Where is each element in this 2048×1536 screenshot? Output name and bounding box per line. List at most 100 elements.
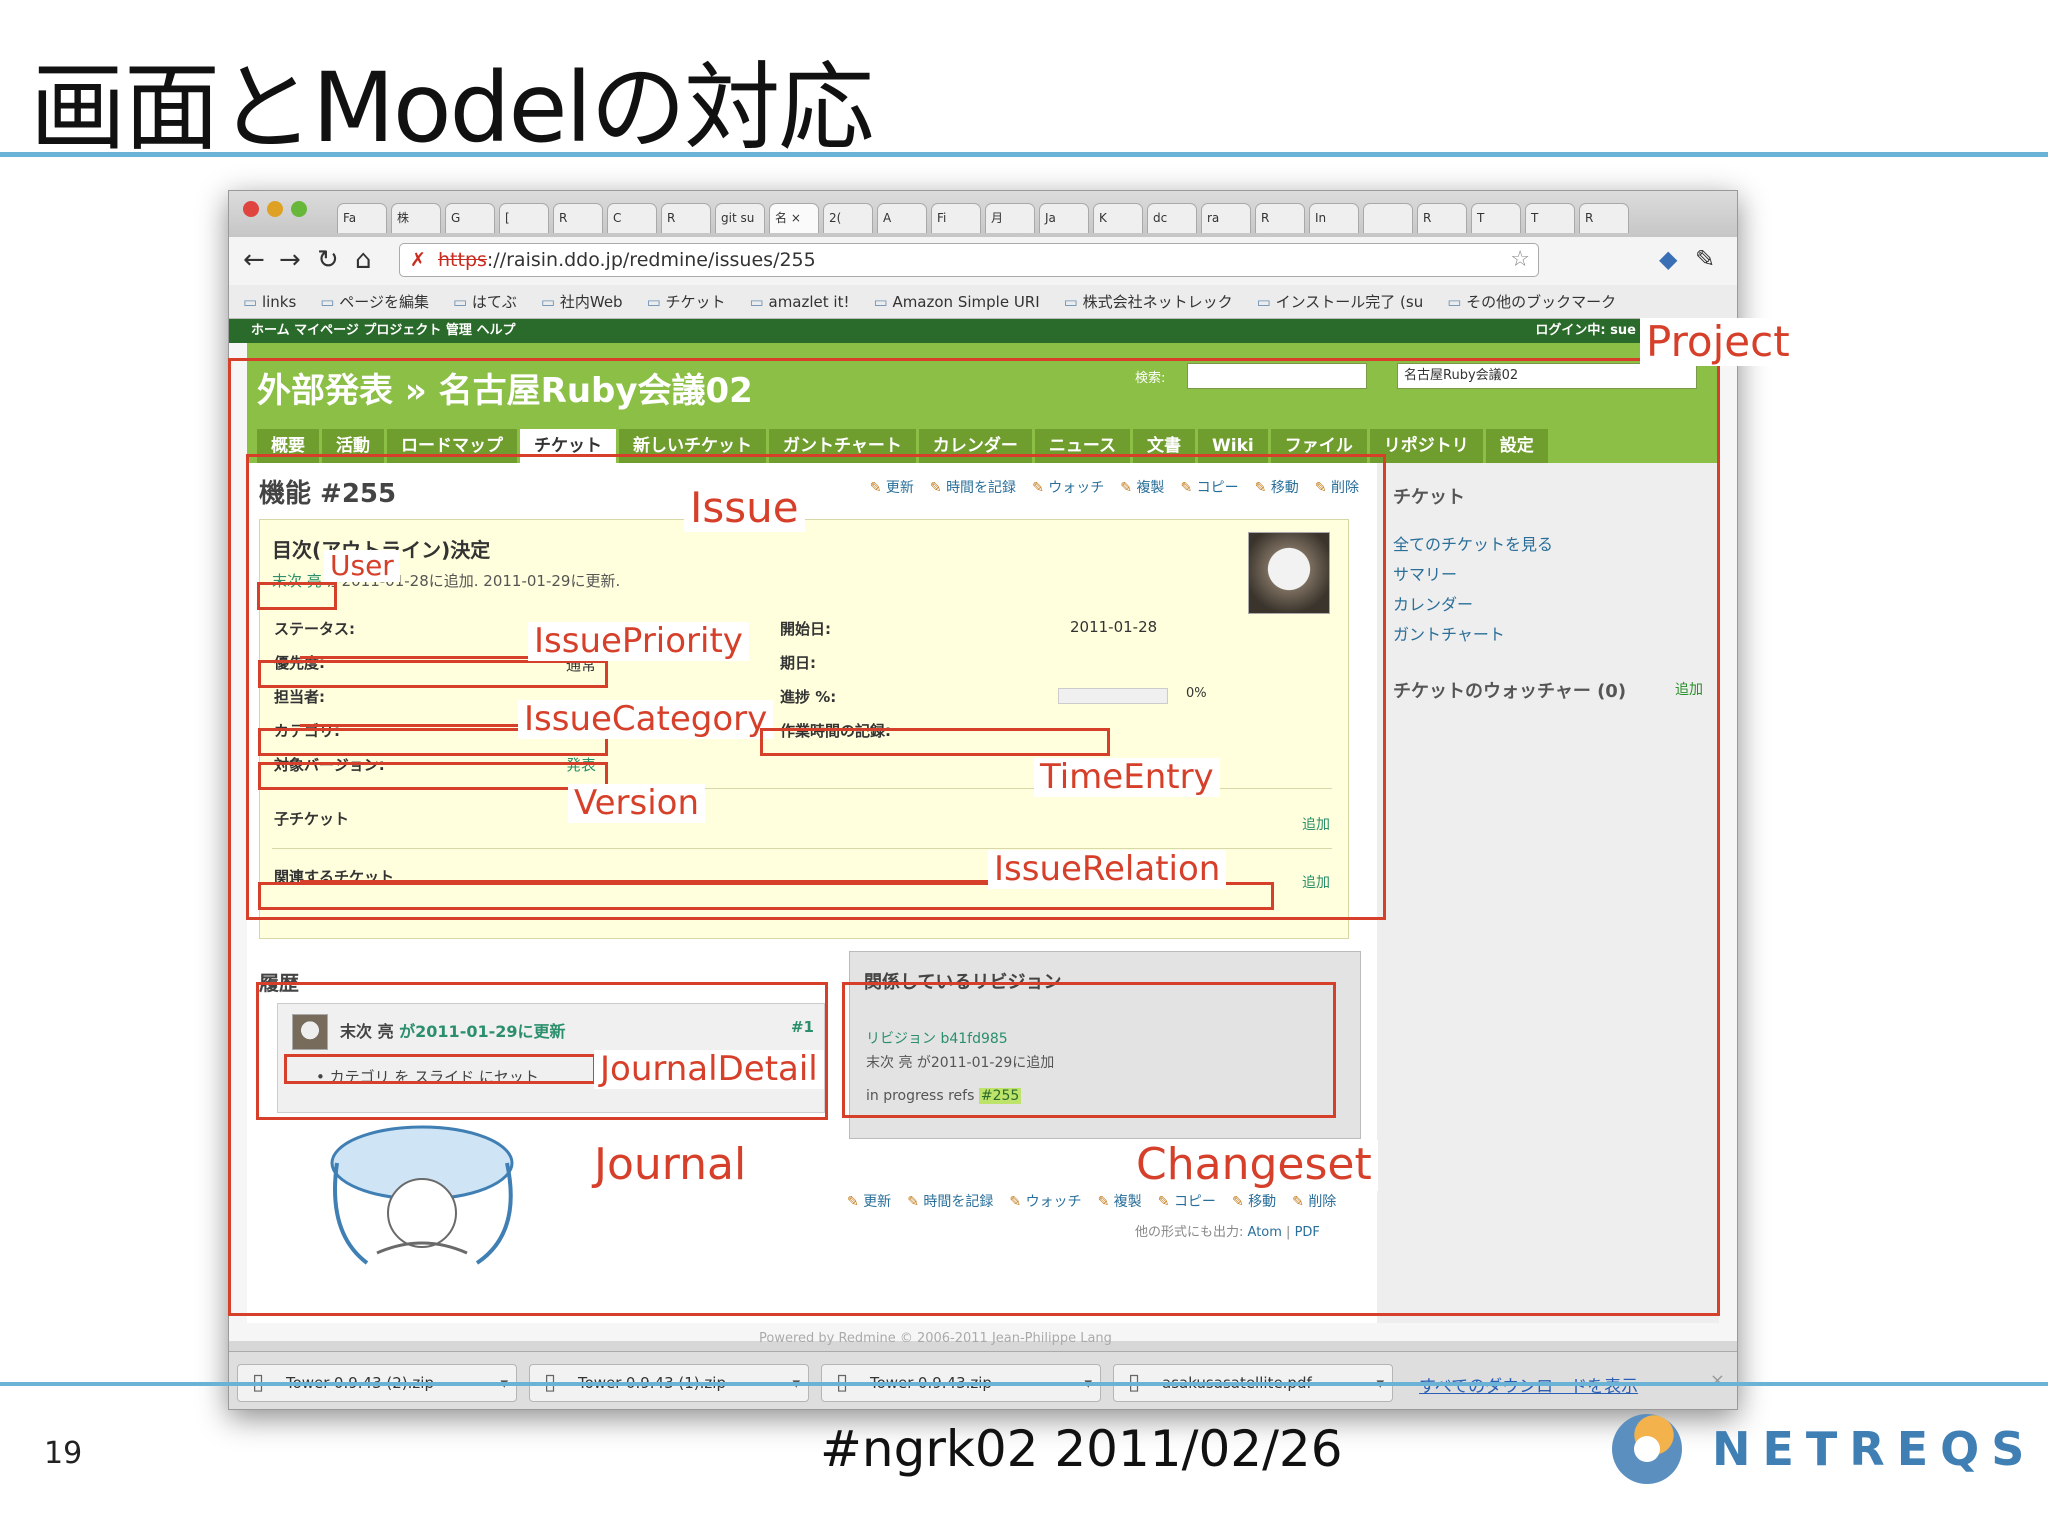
- start-date-value: 2011-01-28: [1070, 618, 1158, 636]
- issue-action-link[interactable]: ウォッチ: [1032, 477, 1104, 497]
- browser-tab[interactable]: git su: [715, 203, 765, 233]
- changeset-box: [842, 982, 1336, 1118]
- browser-tab[interactable]: [: [499, 203, 549, 233]
- bookmark-item[interactable]: チケット: [647, 285, 726, 318]
- browser-tab[interactable]: 株: [391, 203, 441, 233]
- address-bar[interactable]: ✗ https://raisin.ddo.jp/redmine/issues/2…: [399, 243, 1539, 277]
- tab-4[interactable]: 新しいチケット: [619, 429, 766, 463]
- reload-icon[interactable]: ↻: [317, 245, 339, 275]
- forward-icon[interactable]: →: [279, 245, 301, 275]
- browser-tab[interactable]: G: [445, 203, 495, 233]
- browser-tab[interactable]: In: [1309, 203, 1359, 233]
- bookmark-item[interactable]: amazlet it!: [750, 285, 850, 318]
- tab-1[interactable]: 活動: [322, 429, 384, 463]
- wrench-icon[interactable]: ✎: [1695, 245, 1716, 273]
- project-jump-select[interactable]: 名古屋Ruby会議02: [1397, 363, 1697, 389]
- browser-tab[interactable]: A: [877, 203, 927, 233]
- browser-tab[interactable]: R: [553, 203, 603, 233]
- journal-user[interactable]: 末次 亮: [340, 1022, 394, 1041]
- browser-tab[interactable]: R: [1417, 203, 1467, 233]
- issue-created-info: が2011-01-28に追加. 2011-01-29に更新.: [326, 572, 621, 590]
- issue-action-link[interactable]: 時間を記録: [907, 1191, 993, 1211]
- zoom-window-button[interactable]: [291, 201, 307, 217]
- pdf-link[interactable]: PDF: [1294, 1225, 1320, 1240]
- bookmark-item[interactable]: links: [243, 285, 296, 318]
- browser-tab[interactable]: ra: [1201, 203, 1251, 233]
- sidebar-link[interactable]: ガントチャート: [1393, 625, 1505, 644]
- close-icon[interactable]: ×: [1709, 1370, 1725, 1391]
- bookmark-item[interactable]: インストール完了 (su: [1257, 285, 1424, 318]
- add-watcher-link[interactable]: 追加: [1675, 682, 1703, 698]
- bookmark-item[interactable]: 社内Web: [541, 285, 623, 318]
- extension-icon[interactable]: ◆: [1659, 245, 1678, 273]
- issue-action-link[interactable]: 移動: [1232, 1191, 1276, 1211]
- tab-0[interactable]: 概要: [257, 429, 319, 463]
- bookmark-item[interactable]: 株式会社ネットレック: [1064, 285, 1233, 318]
- browser-tab[interactable]: [1363, 203, 1413, 233]
- revision-issue-ref[interactable]: #255: [978, 1088, 1022, 1104]
- issue-action-link[interactable]: 更新: [870, 477, 914, 497]
- browser-tab[interactable]: T: [1471, 203, 1521, 233]
- tab-6[interactable]: カレンダー: [918, 429, 1032, 463]
- sidebar-link[interactable]: カレンダー: [1393, 595, 1474, 614]
- bookmark-star-icon[interactable]: ☆: [1510, 247, 1530, 272]
- top-menu-links[interactable]: ホーム マイページ プロジェクト 管理 ヘルプ: [251, 323, 516, 338]
- tab-8[interactable]: 文書: [1133, 429, 1195, 463]
- browser-toolbar: ← → ↻ ⌂ ✗ https://raisin.ddo.jp/redmine/…: [229, 237, 1737, 285]
- minimize-window-button[interactable]: [267, 201, 283, 217]
- sidebar-link[interactable]: サマリー: [1393, 565, 1458, 584]
- url-scheme: https: [438, 249, 487, 271]
- back-icon[interactable]: ←: [243, 245, 265, 275]
- home-icon[interactable]: ⌂: [355, 245, 372, 275]
- browser-tab[interactable]: Fi: [931, 203, 981, 233]
- journal-date[interactable]: が2011-01-29に更新: [399, 1022, 566, 1041]
- browser-tab[interactable]: R: [1255, 203, 1305, 233]
- project-title[interactable]: 外部発表 » 名古屋Ruby会議02: [257, 371, 753, 411]
- browser-tab[interactable]: Ja: [1039, 203, 1089, 233]
- atom-link[interactable]: Atom: [1247, 1225, 1282, 1240]
- journal-number[interactable]: #1: [790, 1018, 814, 1036]
- add-subtask-link[interactable]: 追加: [1302, 817, 1330, 833]
- issue-action-link[interactable]: 時間を記録: [930, 477, 1016, 497]
- close-window-button[interactable]: [243, 201, 259, 217]
- bookmark-item[interactable]: Amazon Simple URI: [873, 285, 1039, 318]
- browser-tab[interactable]: 月: [985, 203, 1035, 233]
- issue-action-link[interactable]: コピー: [1158, 1191, 1216, 1211]
- browser-tab[interactable]: K: [1093, 203, 1143, 233]
- issue-action-link[interactable]: 削除: [1292, 1191, 1336, 1211]
- browser-tab[interactable]: 名 ×: [769, 203, 819, 233]
- browser-tab[interactable]: dc: [1147, 203, 1197, 233]
- browser-tab[interactable]: C: [607, 203, 657, 233]
- browser-tab[interactable]: T: [1525, 203, 1575, 233]
- tab-11[interactable]: リポジトリ: [1369, 429, 1483, 463]
- browser-tab[interactable]: R: [661, 203, 711, 233]
- issue-action-link[interactable]: 移動: [1255, 477, 1299, 497]
- browser-tab[interactable]: Fa: [337, 203, 387, 233]
- issue-action-link[interactable]: コピー: [1180, 477, 1239, 497]
- tab-3[interactable]: チケット: [520, 429, 616, 463]
- tab-10[interactable]: ファイル: [1270, 429, 1367, 463]
- bookmark-item[interactable]: その他のブックマーク: [1447, 285, 1616, 318]
- author-link[interactable]: 末次 亮: [272, 572, 322, 590]
- add-relation-link[interactable]: 追加: [1302, 875, 1330, 891]
- revision-link[interactable]: リビジョン b41fd985: [866, 1031, 1008, 1047]
- bookmark-item[interactable]: ページを編集: [320, 285, 429, 318]
- journal-title: 末次 亮 が2011-01-29に更新: [340, 1018, 566, 1042]
- sidebar-link[interactable]: 全てのチケットを見る: [1393, 535, 1554, 554]
- changeset-annotation: Changeset: [1130, 1139, 1378, 1191]
- browser-tab[interactable]: R: [1579, 203, 1629, 233]
- browser-tab[interactable]: 2(: [823, 203, 873, 233]
- issue-action-link[interactable]: 削除: [1315, 477, 1359, 497]
- bookmark-item[interactable]: はてぶ: [453, 285, 517, 318]
- issue-action-link[interactable]: 更新: [847, 1191, 891, 1211]
- issue-action-link[interactable]: ウォッチ: [1009, 1191, 1082, 1211]
- version-value[interactable]: 発表: [566, 756, 597, 774]
- search-input[interactable]: [1187, 363, 1367, 389]
- tab-5[interactable]: ガントチャート: [769, 429, 916, 463]
- tab-7[interactable]: ニュース: [1034, 429, 1130, 463]
- tab-9[interactable]: Wiki: [1198, 429, 1268, 463]
- issue-action-link[interactable]: 複製: [1098, 1191, 1142, 1211]
- tab-2[interactable]: ロードマップ: [387, 429, 517, 463]
- issue-action-link[interactable]: 複製: [1120, 477, 1164, 497]
- tab-12[interactable]: 設定: [1485, 429, 1548, 463]
